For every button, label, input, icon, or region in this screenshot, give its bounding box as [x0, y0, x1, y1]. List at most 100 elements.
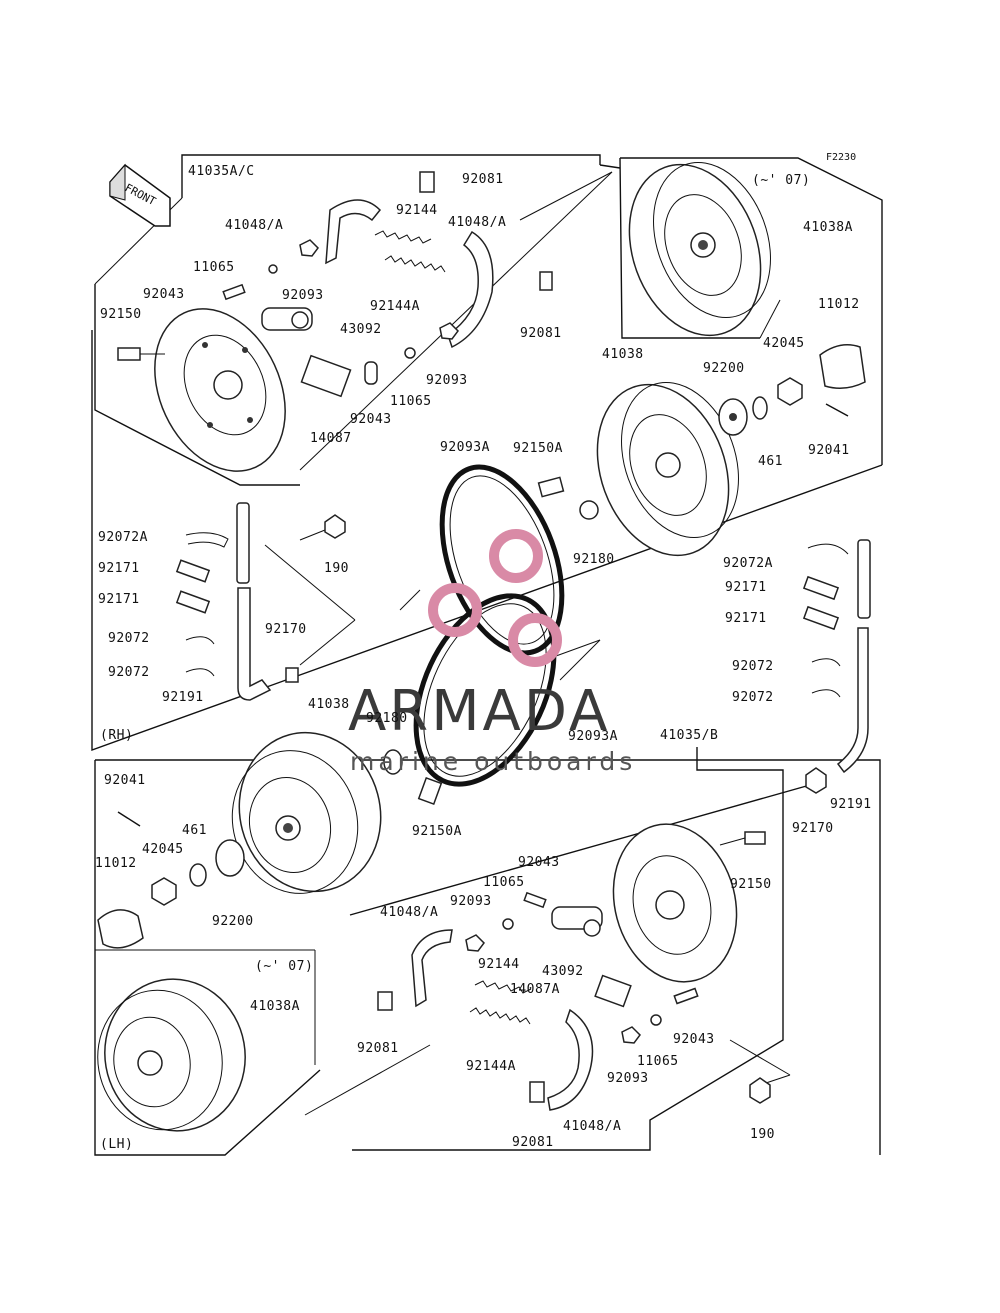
rh-hub-cap-11012 [819, 344, 866, 389]
rh-pin-92043 [222, 283, 246, 301]
part-label: 92081 [357, 1041, 399, 1056]
part-label: 92081 [462, 172, 504, 187]
rh-clip-92081-right [539, 271, 553, 291]
rh-oring-92180 [579, 500, 599, 520]
part-label: 92072 [732, 659, 774, 674]
part-label: 92093A [440, 440, 490, 455]
part-label: 92144A [370, 299, 420, 314]
part-labels: 41035A/C 92081 41048/A 92144 41048/A 110… [95, 164, 872, 1152]
part-label: (~' 07) [752, 173, 810, 188]
watermark-brand: ARMADA [348, 679, 610, 744]
part-label: 41048/A [448, 215, 506, 230]
part-label: 11065 [483, 875, 525, 890]
watermark: ARMADA marine outboards [348, 529, 632, 776]
part-label: 92041 [808, 443, 850, 458]
frame-lines [91, 154, 883, 1156]
part-label: 92093 [282, 288, 324, 303]
part-label: 42045 [763, 336, 805, 351]
part-label: 11012 [95, 856, 137, 871]
part-label: 41048/A [380, 905, 438, 920]
rh-wheel-41038 [596, 382, 739, 557]
watermark-logo-icon [428, 529, 562, 667]
part-label: 92150 [100, 307, 142, 322]
lh-wheel-41038a [97, 978, 246, 1132]
part-label: 92170 [265, 622, 307, 637]
rh-bolt-92150a [537, 476, 565, 498]
part-label: 190 [324, 561, 349, 576]
lh-wheel-41038 [231, 731, 382, 894]
part-label: 92072 [732, 690, 774, 705]
part-label: 92150A [513, 441, 563, 456]
part-label: 92171 [725, 611, 767, 626]
rh-bolt-190 [324, 514, 346, 539]
lh-bolt-92150a [417, 776, 443, 806]
rh-seal-92093a [439, 464, 565, 656]
part-label: 43092 [542, 964, 584, 979]
rh-bolt-92150 [117, 347, 141, 361]
part-label: 461 [182, 823, 207, 838]
part-label: 92081 [512, 1135, 554, 1150]
rh-brake-shoe-right [447, 230, 494, 349]
lh-hub-cap-11012 [97, 909, 144, 949]
part-label: 92072 [108, 665, 150, 680]
lh-cotter-pin-92041 [117, 811, 141, 827]
part-label: 11012 [818, 297, 860, 312]
rh-label: (RH) [100, 728, 133, 743]
part-label: 92144 [478, 957, 520, 972]
part-label: 92191 [830, 797, 872, 812]
rh-nut-42045 [777, 377, 803, 406]
part-label: (~' 07) [255, 959, 313, 974]
rh-washer-11065 [268, 264, 278, 274]
part-label: 92093A [568, 729, 618, 744]
part-label: 41038 [602, 347, 644, 362]
part-label: 41035A/C [188, 164, 255, 179]
part-label: 92043 [673, 1032, 715, 1047]
part-label: 92043 [350, 412, 392, 427]
part-label: 461 [758, 454, 783, 469]
part-label: 43092 [340, 322, 382, 337]
part-label: 42045 [142, 842, 184, 857]
part-label: 92081 [520, 326, 562, 341]
part-label: 41038A [250, 999, 300, 1014]
front-arrow-icon: FRONT [109, 163, 171, 227]
part-label: 11065 [193, 260, 235, 275]
part-label: 92180 [573, 552, 615, 567]
rh-cotter-pin-92041 [825, 403, 849, 417]
part-label: 92043 [143, 287, 185, 302]
part-label: 41038A [803, 220, 853, 235]
part-label: 92170 [792, 821, 834, 836]
part-label: 41035/B [660, 728, 718, 743]
part-label: 92200 [703, 361, 745, 376]
part-label: 92171 [725, 580, 767, 595]
part-label: 92144A [466, 1059, 516, 1074]
part-label: 92093 [426, 373, 468, 388]
part-label: 92144 [396, 203, 438, 218]
rh-washer-461 [752, 396, 768, 420]
rh-brake-shoe-left [325, 199, 382, 265]
lh-seal-92093a [413, 593, 557, 787]
part-label: 92150A [412, 824, 462, 839]
part-label: 41048/A [563, 1119, 621, 1134]
part-label: 92191 [162, 690, 204, 705]
lh-brake-shoe-top [411, 929, 453, 1008]
figure-code: F2230 [826, 152, 856, 163]
lh-brake-assembly [377, 823, 771, 1111]
part-label: 11065 [390, 394, 432, 409]
part-label: 92180 [366, 711, 408, 726]
rh-hose-kit [175, 502, 299, 701]
lh-brake-shoe-bottom [547, 1008, 594, 1111]
part-label: 41048/A [225, 218, 283, 233]
rh-brake-assembly [117, 171, 553, 472]
rh-wheel-41038a [628, 162, 771, 337]
part-label: 11065 [637, 1054, 679, 1069]
rh-nut-92093 [299, 239, 319, 257]
rh-adjuster-14087 [300, 354, 352, 398]
part-label: 92093 [450, 894, 492, 909]
lh-oring-92180 [383, 749, 403, 775]
part-label: 92041 [104, 773, 146, 788]
lh-washer-461 [189, 863, 207, 887]
part-label: 92072 [108, 631, 150, 646]
lh-label: (LH) [100, 1137, 133, 1152]
